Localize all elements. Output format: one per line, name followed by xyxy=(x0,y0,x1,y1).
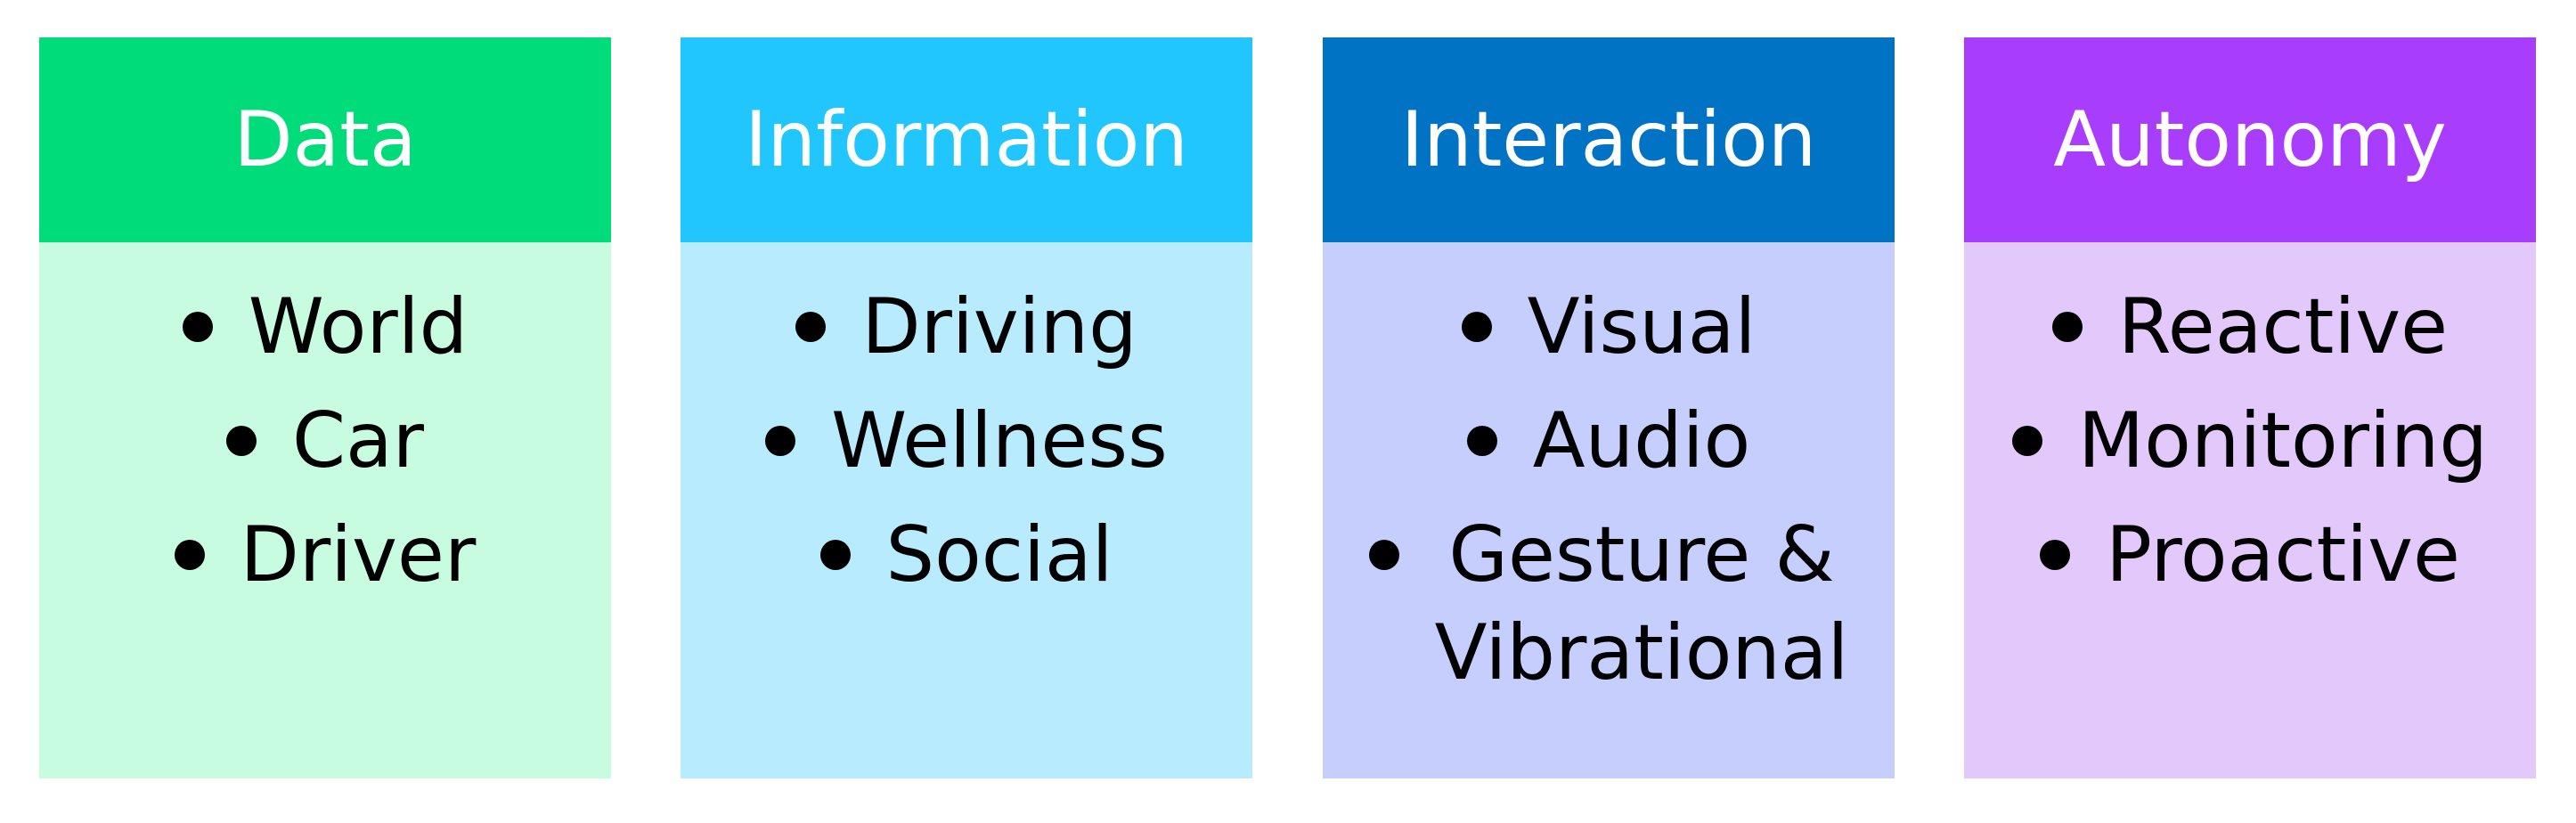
bullet-icon xyxy=(2051,312,2083,342)
list-item: Audio xyxy=(1323,392,1895,506)
list-item: Visual xyxy=(1323,278,1895,392)
column-header: Interaction xyxy=(1323,37,1895,242)
list-item-label: World xyxy=(248,282,469,371)
column-body: World Car Driver xyxy=(39,242,611,778)
column-title: Information xyxy=(745,95,1188,184)
bullet-icon xyxy=(765,426,796,456)
list-item: Social xyxy=(681,506,1252,620)
column-autonomy: Autonomy Reactive Monitoring Proactive xyxy=(1964,37,2536,778)
bullet-icon xyxy=(1368,540,1399,570)
list-item-label: Audio xyxy=(1532,396,1751,485)
list-item-label: Social xyxy=(885,510,1113,599)
bullet-icon xyxy=(1466,426,1497,456)
column-information: Information Driving Wellness Social xyxy=(681,37,1252,778)
list-item: Car xyxy=(39,392,611,506)
list-item: Wellness xyxy=(681,392,1252,506)
list-item-label: Monitoring xyxy=(2078,396,2488,485)
list-item-label: Reactive xyxy=(2117,282,2449,371)
column-title: Interaction xyxy=(1400,95,1817,184)
column-header: Autonomy xyxy=(1964,37,2536,242)
list-item-label: Car xyxy=(291,396,425,485)
list-item-label: Gesture & Vibrational xyxy=(1434,510,1849,697)
list-item-label: Proactive xyxy=(2106,510,2460,599)
column-body: Reactive Monitoring Proactive xyxy=(1964,242,2536,778)
bullet-icon xyxy=(819,540,851,570)
list-item-label: Driver xyxy=(240,510,477,599)
bullet-icon xyxy=(225,426,257,456)
list-item-label: Wellness xyxy=(831,396,1168,485)
list-item: Driving xyxy=(681,278,1252,392)
bullet-list: Driving Wellness Social xyxy=(681,278,1252,620)
column-body: Visual Audio Gesture & Vibrational xyxy=(1323,242,1895,778)
bullet-list: World Car Driver xyxy=(39,278,611,620)
list-item: Reactive xyxy=(1964,278,2536,392)
list-item: World xyxy=(39,278,611,392)
list-item-label: Visual xyxy=(1527,282,1757,371)
bullet-icon xyxy=(2012,426,2043,456)
column-title: Autonomy xyxy=(2053,95,2447,184)
column-data: Data World Car Driver xyxy=(39,37,611,778)
column-title: Data xyxy=(233,95,417,184)
bullet-list: Visual Audio Gesture & Vibrational xyxy=(1323,278,1895,702)
list-item-label: Driving xyxy=(861,282,1137,371)
bullet-icon xyxy=(182,312,213,342)
list-item: Gesture & Vibrational xyxy=(1323,506,1895,702)
list-item: Driver xyxy=(39,506,611,620)
bullet-icon xyxy=(795,312,827,342)
column-header: Information xyxy=(681,37,1252,242)
column-header: Data xyxy=(39,37,611,242)
bullet-list: Reactive Monitoring Proactive xyxy=(1964,278,2536,620)
column-body: Driving Wellness Social xyxy=(681,242,1252,778)
column-interaction: Interaction Visual Audio Gesture & Vibra… xyxy=(1323,37,1895,778)
bullet-icon xyxy=(2040,540,2071,570)
list-item: Proactive xyxy=(1964,506,2536,620)
bullet-icon xyxy=(1461,312,1492,342)
bullet-icon xyxy=(174,540,205,570)
list-item: Monitoring xyxy=(1964,392,2536,506)
